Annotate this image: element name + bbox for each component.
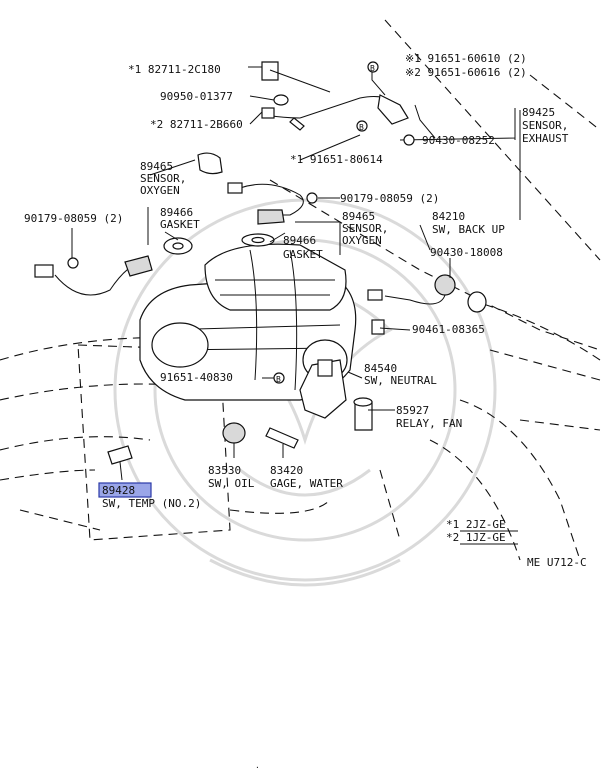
callout-90179-right: 90179-08059 (2)	[340, 192, 439, 205]
callout-82711-2B660: *2 82711-2B660	[150, 118, 243, 131]
water-gage[interactable]	[265, 427, 299, 458]
oxygen-sensor-upper[interactable]	[227, 182, 304, 247]
svg-text:B: B	[370, 64, 375, 73]
callout-91651-60616: ※2 91651-60616 (2)	[405, 66, 527, 79]
callout-89466-right: 89466	[283, 234, 316, 247]
callout-91651-40830: 91651-40830	[160, 371, 233, 384]
svg-text:RELAY, FAN: RELAY, FAN	[396, 417, 462, 430]
svg-text:SW, TEMP (NO.2): SW, TEMP (NO.2)	[102, 497, 201, 510]
callout-85927: 85927	[396, 404, 429, 417]
legend-line-1: *1 2JZ-GE	[446, 518, 506, 531]
svg-text:SENSOR,: SENSOR,	[140, 172, 186, 185]
neutral-switch[interactable]	[299, 359, 347, 419]
callout-84210: 84210	[432, 210, 465, 223]
svg-text:SW, BACK UP: SW, BACK UP	[432, 223, 505, 236]
bottom-mark: .	[255, 761, 260, 768]
fan-relay[interactable]	[353, 397, 373, 431]
clip-90461[interactable]	[371, 319, 385, 335]
callout-89465-lower: 89465	[342, 210, 375, 223]
svg-text:GASKET: GASKET	[283, 248, 323, 261]
svg-text:SW, OIL: SW, OIL	[208, 477, 255, 490]
bracket-clip[interactable]	[197, 152, 223, 175]
svg-text:OXYGEN: OXYGEN	[140, 184, 180, 197]
svg-text:SENSOR,: SENSOR,	[342, 222, 388, 235]
callout-82711-2C180: *1 82711-2C180	[128, 63, 221, 76]
oil-switch[interactable]	[222, 422, 246, 458]
callout-90461: 90461-08365	[412, 323, 485, 336]
callout-89425: 89425	[522, 106, 555, 119]
svg-text:EXHAUST: EXHAUST	[522, 132, 569, 145]
callout-89465-upper: 89465	[140, 160, 173, 173]
b-markers: B B B	[67, 61, 415, 384]
reference-code: ME U712-C	[527, 556, 587, 569]
callout-89466-left: 89466	[160, 206, 193, 219]
oxygen-sensor-lower[interactable]	[34, 237, 193, 296]
callout-90430-08252: 90430-08252	[422, 134, 495, 147]
svg-text:SENSOR,: SENSOR,	[522, 119, 568, 132]
callout-90179-left: 90179-08059 (2)	[24, 212, 123, 225]
part-grommet[interactable]	[273, 94, 289, 106]
svg-text:GAGE, WATER: GAGE, WATER	[270, 477, 343, 490]
legend-line-2: *2 1JZ-GE	[446, 531, 506, 544]
temp-switch[interactable]	[107, 445, 133, 481]
engine-block	[139, 243, 357, 401]
svg-text:GASKET: GASKET	[160, 218, 200, 231]
callout-90430-18008: 90430-18008	[430, 246, 503, 259]
part-bracket-top[interactable]	[261, 61, 331, 93]
leader-lines	[71, 65, 521, 411]
callout-89428: 89428	[102, 484, 135, 497]
svg-text:B: B	[359, 123, 364, 132]
legend: *1 2JZ-GE *2 1JZ-GE	[446, 518, 518, 545]
backup-switch[interactable]	[367, 274, 487, 313]
callout-91651-80614: *1 91651-80614	[290, 153, 383, 166]
callout-91651-60610: ※1 91651-60610 (2)	[405, 52, 527, 65]
svg-text:OXYGEN: OXYGEN	[342, 234, 382, 247]
svg-text:B: B	[276, 375, 281, 384]
callout-83420: 83420	[270, 464, 303, 477]
callout-labels: *1 82711-2C180 90950-01377 *2 82711-2B66…	[24, 52, 569, 510]
callout-90950: 90950-01377	[160, 90, 233, 103]
svg-text:SW, NEUTRAL: SW, NEUTRAL	[364, 374, 437, 387]
exhaust-sensor-harness[interactable]	[261, 94, 409, 131]
callout-84540: 84540	[364, 362, 397, 375]
callout-83530: 83530	[208, 464, 241, 477]
highlight-89428[interactable]	[98, 482, 152, 498]
